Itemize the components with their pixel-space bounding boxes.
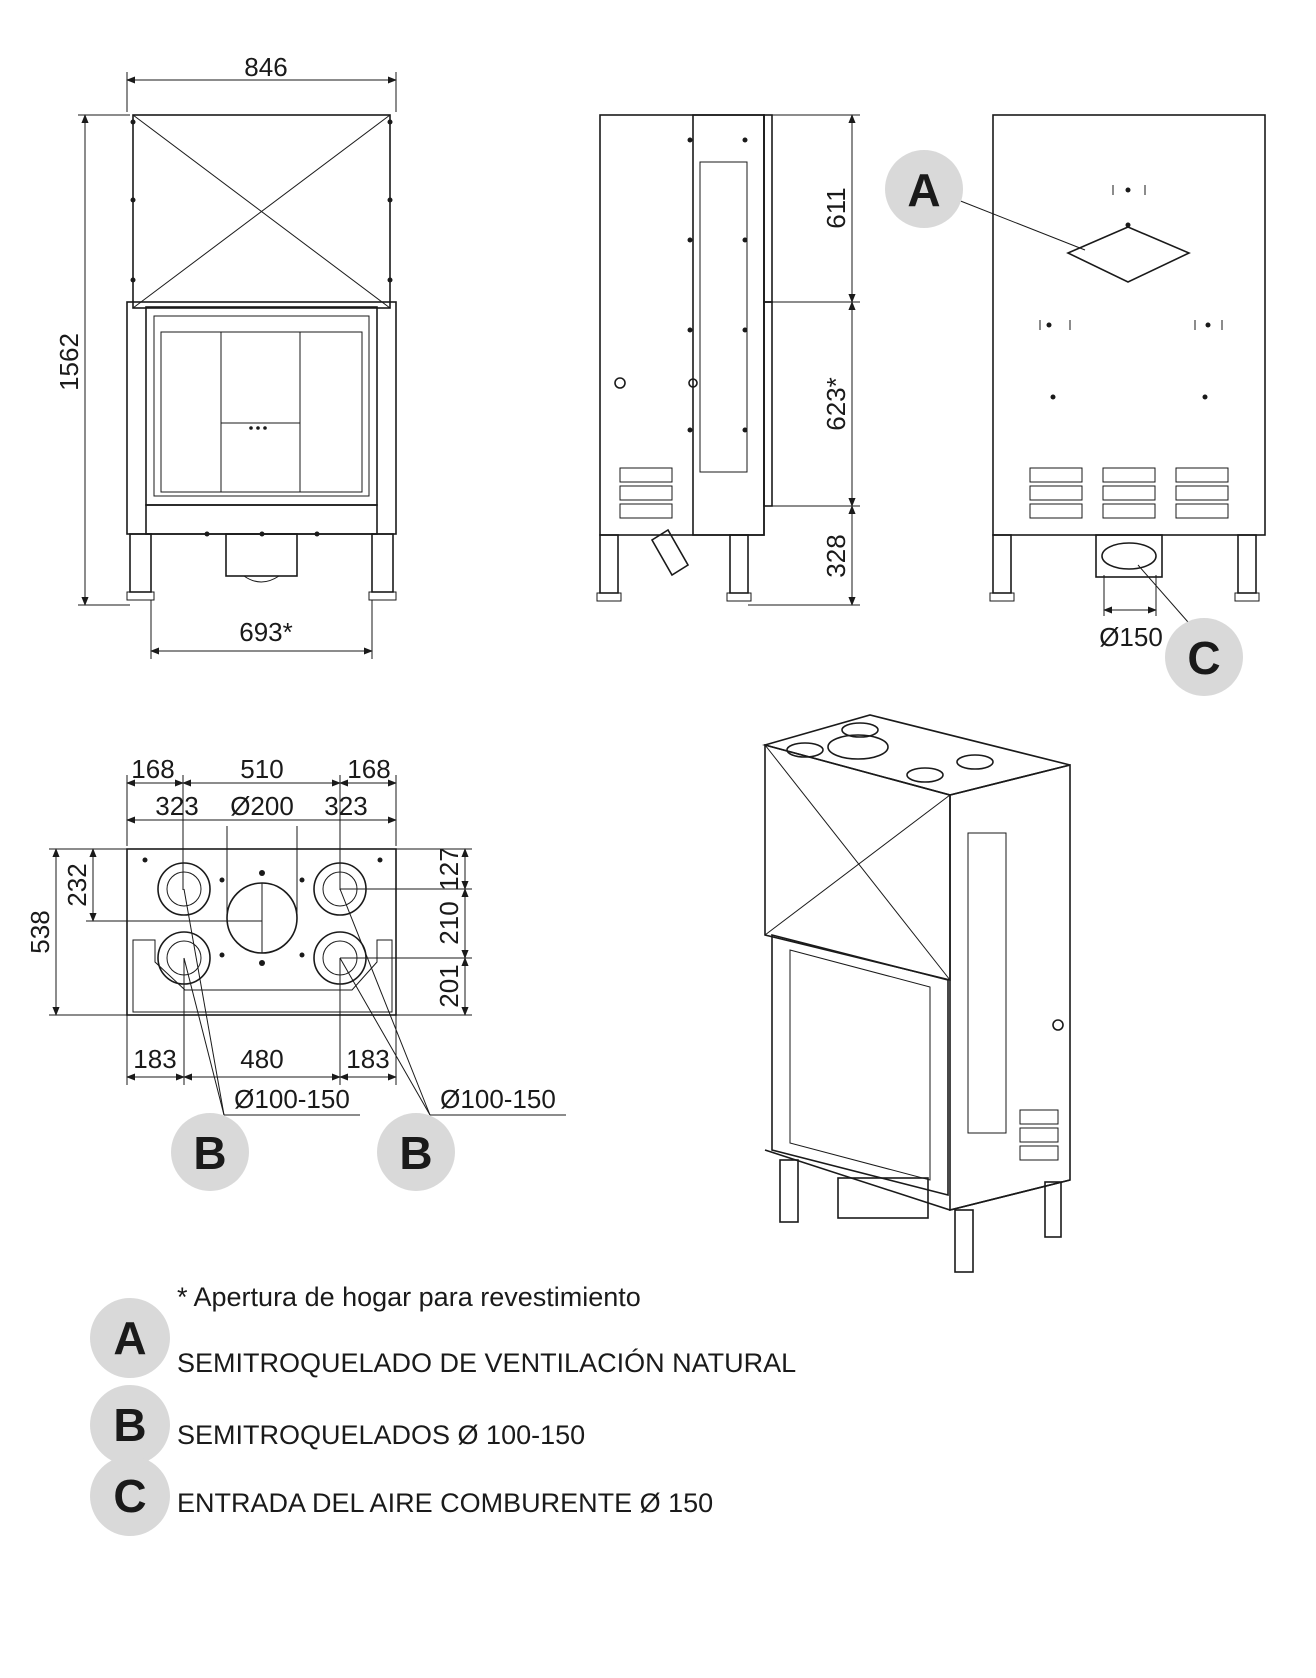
dim-plan-right-top: 127 [434,847,464,890]
dim-plan-left-edge: 168 [131,754,174,784]
dim-plan-right-mid: 210 [434,901,464,944]
dim-plan-right-edge: 168 [347,754,390,784]
badge-b-left-label: B [193,1127,226,1179]
dim-plan-outlet-left: Ø100-150 [234,1084,350,1114]
badge-a-rear [885,150,963,228]
dim-plan-depth: 538 [25,910,55,953]
isometric-view [762,714,1071,1273]
dim-plan-bottom-center: 480 [240,1044,283,1074]
natural-ventilation-knockout [1066,226,1191,283]
dim-plan-left-bore: 323 [155,791,198,821]
rear-view: Ø150 A C [885,114,1266,696]
air-inlet [1095,534,1163,578]
dim-side-middle: 623* [821,377,851,431]
dim-plan-center: 510 [240,754,283,784]
plan-view: 168 510 168 323 Ø200 323 538 232 127 210… [25,754,566,1191]
dim-plan-right-bottom: 201 [434,964,464,1007]
dim-plan-right-bore: 323 [324,791,367,821]
dim-plan-bottom-left: 183 [133,1044,176,1074]
badge-c-rear-label: C [1187,632,1220,684]
side-view: 611 623* 328 [596,114,860,606]
dim-front-width: 846 [244,52,287,82]
dim-rear-inlet: Ø150 [1099,622,1163,652]
badge-a-rear-label: A [907,164,940,216]
badge-b-right-label: B [399,1127,432,1179]
dim-side-top: 611 [821,187,851,228]
dim-plan-outlet-right: Ø100-150 [440,1084,556,1114]
dim-plan-flue: Ø200 [230,791,294,821]
front-view: 846 1562 693* [54,52,397,659]
dim-front-opening: 693* [239,617,293,647]
badge-b-right [377,1113,455,1191]
dim-side-bottom: 328 [821,534,851,577]
badge-c-rear [1165,618,1243,696]
dim-plan-depth-front: 232 [62,863,92,906]
dim-front-height: 1562 [54,333,84,391]
dim-plan-bottom-right: 183 [346,1044,389,1074]
badge-b-left [171,1113,249,1191]
